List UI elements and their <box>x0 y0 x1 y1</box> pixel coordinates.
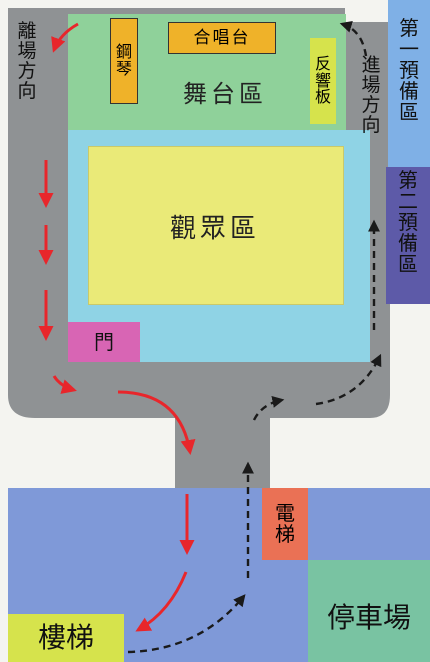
chorus-stand-box: 合唱台 <box>168 22 276 54</box>
reserve-room-1 <box>388 0 430 167</box>
reserve-room-2-char: 預 <box>398 210 418 234</box>
entry-direction-char: 場 <box>361 73 381 96</box>
reserve-room-2 <box>386 167 430 304</box>
reflector-char: 響 <box>314 70 331 90</box>
exit-direction-char: 向 <box>17 79 37 102</box>
entry-direction-char: 向 <box>361 113 381 136</box>
entry-direction-label: 進 場 方 向 <box>358 54 384 136</box>
entry-direction-char: 進 <box>361 54 381 76</box>
reserve-room-1-char: 第 <box>399 16 419 40</box>
elevator-char: 電 <box>275 501 295 525</box>
exit-direction-char: 方 <box>17 59 37 82</box>
elevator-char: 梯 <box>275 522 295 546</box>
reflector-char: 反 <box>314 53 331 73</box>
reserve-room-2-char: 區 <box>398 252 418 276</box>
entry-direction-char: 方 <box>361 93 381 116</box>
parking-label: 停車場 <box>326 601 411 634</box>
reserve-room-2-char: 第 <box>398 168 418 192</box>
reflector-box: 反 響 板 <box>310 38 336 124</box>
audience-area-inner <box>88 146 344 305</box>
piano-char: 琴 <box>115 59 132 78</box>
reserve-room-1-label: 第 一 預 備 區 <box>388 18 430 123</box>
door-box: 門 <box>68 322 140 362</box>
exit-direction-label: 離 場 方 向 <box>14 20 40 102</box>
audience-area-label: 觀眾區 <box>169 214 260 244</box>
parking-area <box>308 560 430 662</box>
reserve-room-1-char: 備 <box>399 79 419 103</box>
piano-char: 鋼 <box>115 42 132 62</box>
reserve-room-2-char: 備 <box>398 231 418 255</box>
exit-direction-char: 場 <box>17 39 37 62</box>
reserve-room-1-char: 預 <box>399 58 419 82</box>
elevator-box: 電 梯 <box>262 488 308 560</box>
stage-area-label: 舞台區 <box>183 80 267 108</box>
reflector-char: 板 <box>314 87 331 107</box>
reserve-room-2-char: 二 <box>398 189 418 213</box>
exit-direction-char: 離 <box>17 20 37 42</box>
reserve-room-1-char: 區 <box>399 100 419 124</box>
stairs-box: 樓梯 <box>8 614 124 662</box>
reserve-room-1-char: 一 <box>399 37 419 61</box>
reserve-room-2-label: 第 二 預 備 區 <box>386 170 430 275</box>
piano-box: 鋼 琴 <box>110 18 138 104</box>
